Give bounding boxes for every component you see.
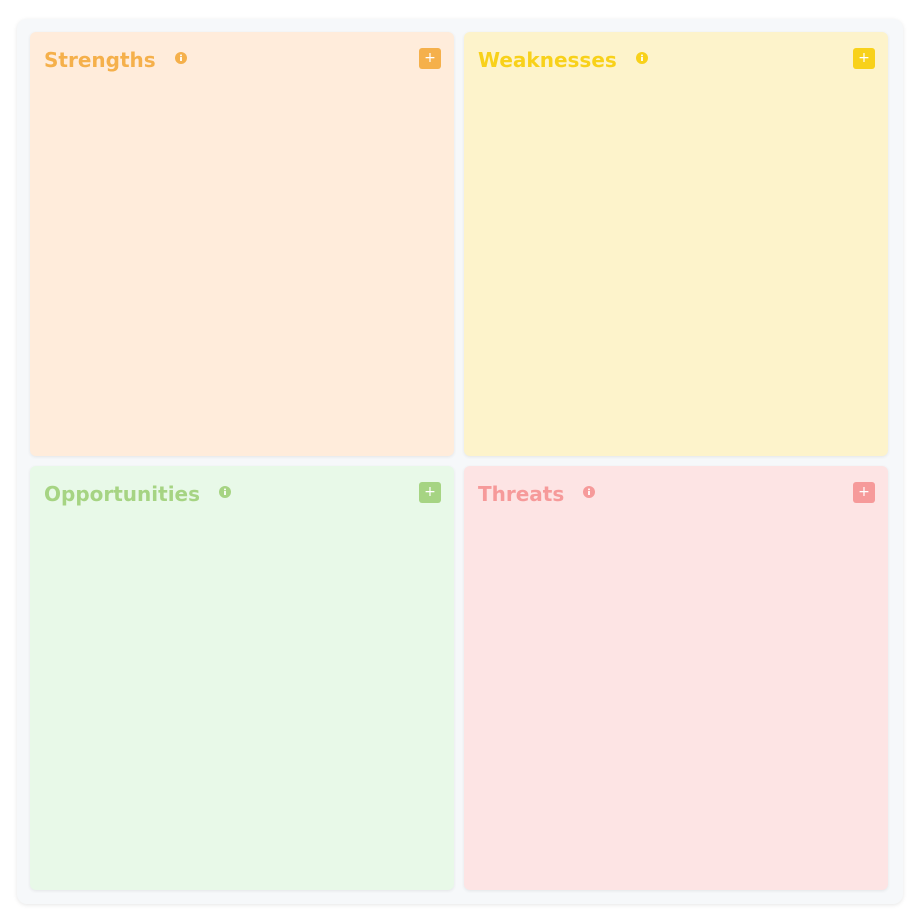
- opportunities-item-list: [44, 526, 440, 876]
- weaknesses-item-list: [478, 92, 874, 442]
- swot-board: Strengths + Weaknesses + Opportunities: [17, 19, 903, 904]
- strengths-add-button[interactable]: +: [419, 48, 441, 69]
- strengths-title: Strengths: [44, 48, 156, 72]
- opportunities-title: Opportunities: [44, 482, 201, 506]
- weaknesses-title: Weaknesses: [478, 48, 617, 72]
- strengths-item-list: [44, 92, 440, 442]
- weaknesses-add-button[interactable]: +: [853, 48, 875, 69]
- opportunities-info-icon[interactable]: [219, 486, 232, 498]
- strengths-quadrant: Strengths +: [30, 32, 454, 456]
- threats-quadrant: Threats +: [464, 466, 888, 890]
- opportunities-add-button[interactable]: +: [419, 482, 441, 503]
- weaknesses-info-icon[interactable]: [635, 52, 648, 64]
- strengths-header: Strengths: [44, 46, 187, 74]
- threats-add-button[interactable]: +: [853, 482, 875, 503]
- threats-title: Threats: [478, 482, 565, 506]
- threats-item-list: [478, 526, 874, 876]
- opportunities-header: Opportunities: [44, 480, 232, 508]
- threats-header: Threats: [478, 480, 596, 508]
- opportunities-quadrant: Opportunities +: [30, 466, 454, 890]
- weaknesses-quadrant: Weaknesses +: [464, 32, 888, 456]
- threats-info-icon[interactable]: [583, 486, 596, 498]
- strengths-info-icon[interactable]: [174, 52, 187, 64]
- weaknesses-header: Weaknesses: [478, 46, 648, 74]
